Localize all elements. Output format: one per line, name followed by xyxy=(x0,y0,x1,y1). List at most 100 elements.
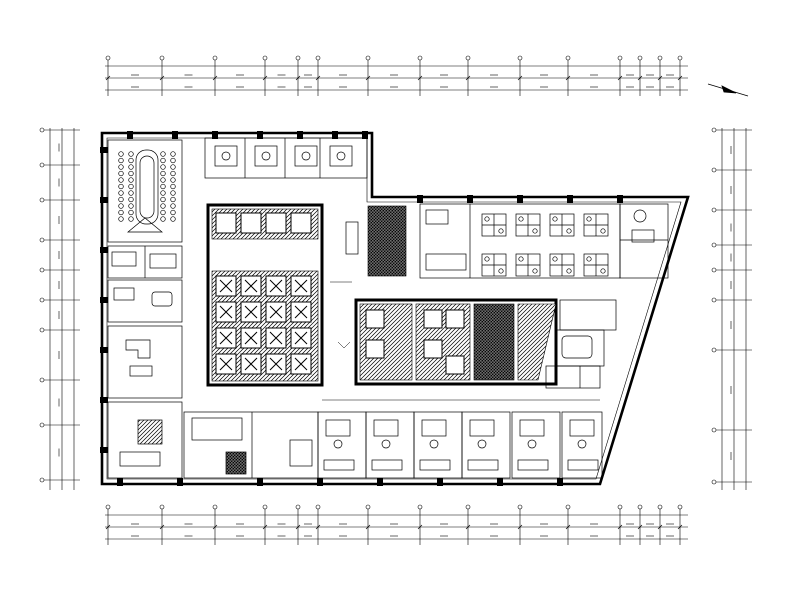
axis-marker xyxy=(212,504,218,510)
chair xyxy=(336,151,346,161)
chair xyxy=(118,203,124,209)
chair xyxy=(118,196,124,203)
chair xyxy=(170,151,176,157)
dimension-arrow xyxy=(565,75,571,81)
sofa xyxy=(323,459,355,471)
chair xyxy=(128,190,134,196)
axis-marker xyxy=(637,55,643,61)
chair xyxy=(301,151,311,161)
column xyxy=(362,131,368,139)
axis-marker xyxy=(159,55,165,61)
core-cell xyxy=(265,212,287,234)
private-office xyxy=(511,411,561,479)
chair xyxy=(261,151,271,161)
column xyxy=(467,195,473,203)
right-offices xyxy=(545,299,617,389)
dimension-arrow xyxy=(295,524,301,530)
column xyxy=(257,131,263,139)
core-cell xyxy=(445,309,465,329)
axis-marker xyxy=(39,237,45,243)
column xyxy=(212,131,218,139)
axis-marker xyxy=(677,504,683,510)
chair xyxy=(170,164,176,170)
axis-marker xyxy=(39,327,45,333)
workstation-icon xyxy=(515,213,541,237)
chair xyxy=(128,151,134,157)
axis-marker xyxy=(365,55,371,61)
core-cell-cross xyxy=(269,357,283,371)
axis-marker xyxy=(677,55,683,61)
desk xyxy=(469,419,495,437)
desk xyxy=(254,145,278,167)
column xyxy=(100,147,108,153)
axis-marker xyxy=(617,504,623,510)
core-cell-cross xyxy=(269,331,283,345)
workstation-icon xyxy=(481,213,507,237)
column xyxy=(100,297,108,303)
column xyxy=(617,195,623,203)
column xyxy=(317,478,323,486)
chair xyxy=(160,157,166,164)
dimension-arrow xyxy=(417,524,423,530)
chair xyxy=(160,183,166,190)
chair xyxy=(118,170,124,177)
chair xyxy=(160,216,166,222)
desk xyxy=(569,419,595,437)
core-cell-cross xyxy=(294,279,308,293)
axis-marker xyxy=(39,422,45,428)
chair xyxy=(118,216,124,222)
dimension-chain-left xyxy=(39,127,80,490)
sofa xyxy=(517,459,549,471)
chair xyxy=(128,196,134,203)
chair xyxy=(160,164,166,170)
axis-marker xyxy=(315,55,321,61)
axis-marker xyxy=(39,162,45,168)
desk xyxy=(329,145,353,167)
chair xyxy=(170,177,176,183)
dimension-arrow xyxy=(295,75,301,81)
dimension-arrow xyxy=(677,524,683,530)
dimension-arrow xyxy=(465,524,471,530)
conference-room xyxy=(107,139,183,243)
chair xyxy=(170,209,176,216)
axis-marker xyxy=(517,55,523,61)
axis-marker xyxy=(262,504,268,510)
chair xyxy=(381,439,391,449)
private-office xyxy=(461,411,511,479)
workstation-icon xyxy=(583,213,609,237)
column xyxy=(100,197,108,203)
dimension-arrow xyxy=(105,524,111,530)
desk xyxy=(294,145,318,167)
dimension-arrow xyxy=(677,75,683,81)
column xyxy=(100,447,108,453)
chair xyxy=(128,183,134,190)
axis-marker xyxy=(39,197,45,203)
sofa xyxy=(419,459,451,471)
dimension-arrow xyxy=(617,75,623,81)
chair xyxy=(170,190,176,196)
chair xyxy=(118,209,124,216)
chair xyxy=(118,164,124,170)
chair xyxy=(160,170,166,177)
desk xyxy=(421,419,447,437)
chair xyxy=(429,439,439,449)
axis-marker xyxy=(105,504,111,510)
axis-marker xyxy=(159,504,165,510)
desk xyxy=(325,419,351,437)
chair xyxy=(128,164,134,170)
axis-marker xyxy=(39,377,45,383)
dimension-arrow xyxy=(262,524,268,530)
core-cell-cross xyxy=(244,331,258,345)
axis-marker xyxy=(212,55,218,61)
desk xyxy=(519,419,545,437)
dimension-chain-top xyxy=(105,55,688,96)
core-cell-cross xyxy=(219,331,233,345)
dimension-chain-bottom xyxy=(105,504,688,545)
chair xyxy=(128,209,134,216)
column xyxy=(100,247,108,253)
axis-marker xyxy=(711,127,717,133)
chair xyxy=(160,177,166,183)
dimension-arrow xyxy=(657,524,663,530)
north-arrow-icon xyxy=(707,83,749,97)
axis-marker xyxy=(711,207,717,213)
